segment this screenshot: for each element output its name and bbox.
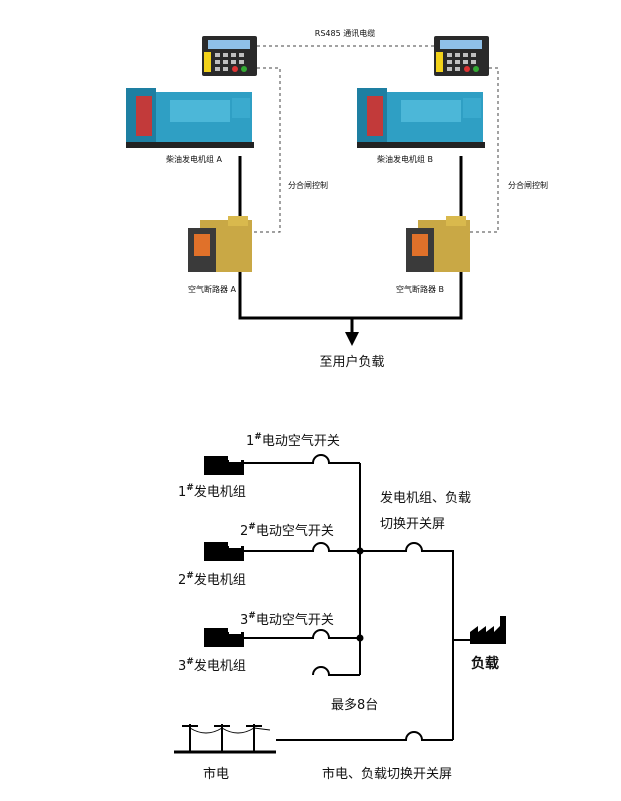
output-label: 至用户负载 — [319, 354, 384, 370]
generator-1-label: 1#发电机组 — [178, 483, 246, 500]
panel-label-line2: 切换开关屏 — [380, 517, 445, 532]
rs485-label: RS485 通讯电缆 — [315, 28, 375, 38]
panel-line — [360, 542, 454, 740]
bus-junction-2 — [356, 634, 364, 642]
feeder-line-2 — [244, 542, 360, 552]
breaker-b-label: 空气断路器 B — [396, 284, 444, 294]
generator-2-label: 2#发电机组 — [178, 571, 246, 588]
air-breaker-b-icon — [406, 216, 470, 272]
switch-2-label: 2#电动空气开关 — [240, 522, 334, 539]
switch-1-label: 1#电动空气开关 — [246, 432, 340, 449]
generator-3-label: 3#发电机组 — [178, 657, 246, 674]
control-line-b — [468, 67, 499, 233]
generator-2-icon — [204, 542, 244, 561]
switch-3-label: 3#电动空气开关 — [240, 611, 334, 628]
mains-label: 市电 — [203, 766, 229, 782]
diesel-generator-b-icon — [357, 88, 485, 148]
load-factory-icon — [470, 616, 506, 644]
control-a-label: 分合闸控制 — [288, 180, 328, 190]
controller-panel-a-icon — [202, 36, 257, 76]
mains-line — [276, 731, 453, 741]
feeder-line-1 — [244, 454, 360, 464]
generator-b-label: 柴油发电机组 B — [377, 154, 433, 164]
breaker-a-label: 空气断路器 A — [188, 284, 237, 294]
feeder-line-4-extra — [312, 666, 360, 676]
generator-1-icon — [204, 456, 244, 475]
feeder-line-3 — [244, 629, 360, 639]
load-label: 负载 — [471, 655, 499, 672]
output-bus-line — [238, 272, 463, 320]
output-arrow-icon — [345, 332, 359, 346]
diesel-generator-a-icon — [126, 88, 254, 148]
control-b-label: 分合闸控制 — [508, 180, 548, 190]
mains-grid-icon — [174, 724, 276, 754]
controller-panel-b-icon — [434, 36, 489, 76]
panel-label-line1: 发电机组、负载 — [380, 490, 471, 506]
generator-3-icon — [204, 628, 244, 647]
air-breaker-a-icon — [188, 216, 252, 272]
max-units-label: 最多8台 — [331, 697, 378, 713]
mains-panel-label: 市电、负载切换开关屏 — [322, 766, 452, 782]
control-line-a — [250, 67, 281, 233]
generator-a-label: 柴油发电机组 A — [166, 154, 223, 164]
